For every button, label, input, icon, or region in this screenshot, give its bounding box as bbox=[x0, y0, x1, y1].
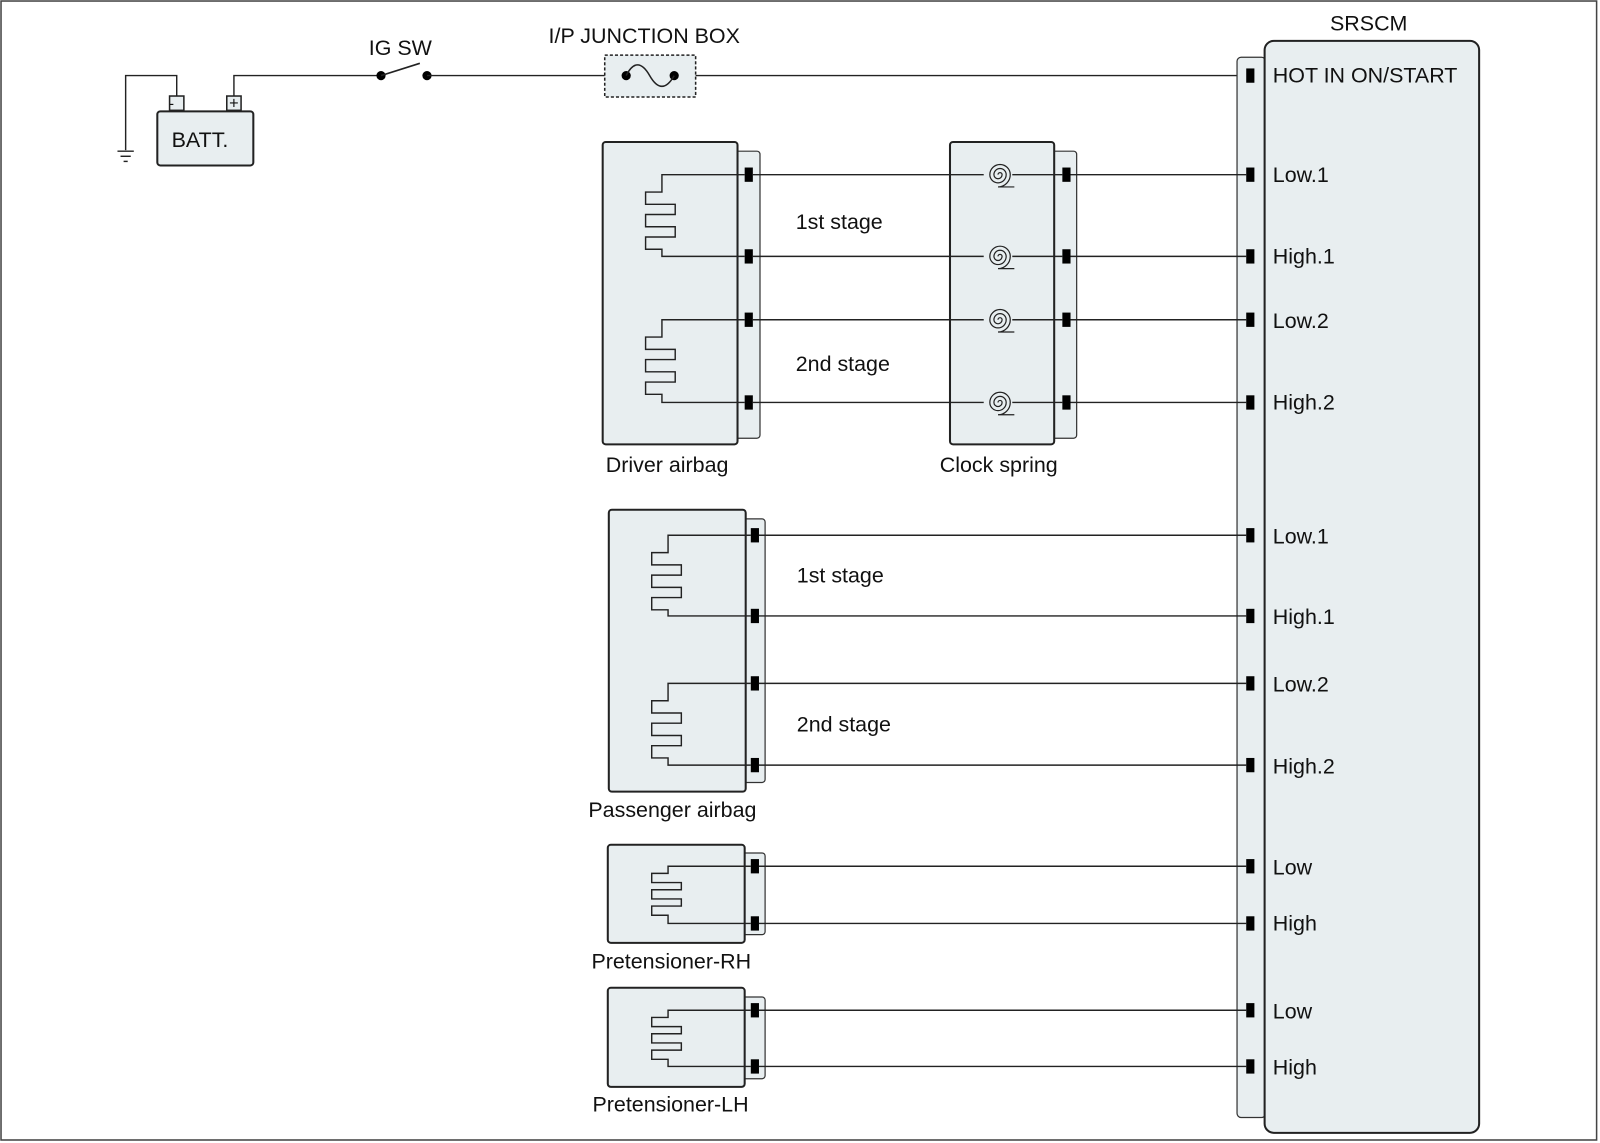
fuse-icon bbox=[625, 64, 675, 88]
driver-airbag-label: Driver airbag bbox=[606, 453, 729, 477]
clock-spring bbox=[948, 140, 1078, 446]
srscm-pin-passenger-low1: Low.1 bbox=[1273, 524, 1329, 548]
srscm-pin-passenger-low2: Low.2 bbox=[1273, 673, 1329, 697]
battery-plus-terminal: + bbox=[229, 94, 239, 112]
spiral-coil-icon bbox=[983, 388, 1015, 417]
srscm-pin-lh-high: High bbox=[1273, 1056, 1317, 1080]
srscm-pin-passenger-high2: High.2 bbox=[1273, 754, 1335, 778]
battery: BATT. - + bbox=[156, 94, 255, 167]
srscm-pin-lh-low: Low bbox=[1273, 999, 1313, 1023]
srscm-pin-driver-high1: High.1 bbox=[1273, 245, 1335, 269]
driver-stage2-label: 2nd stage bbox=[796, 352, 890, 376]
junction-box-label: I/P JUNCTION BOX bbox=[549, 24, 740, 48]
pretensioner-rh-label: Pretensioner-RH bbox=[591, 949, 751, 973]
srscm-pin-driver-high2: High.2 bbox=[1273, 391, 1335, 415]
ig-switch-label: IG SW bbox=[369, 36, 433, 60]
srscm-pin-rh-low: Low bbox=[1273, 855, 1313, 879]
passenger-stage2-label: 2nd stage bbox=[797, 712, 891, 736]
squib-icon bbox=[644, 173, 745, 258]
srscm-pin-rh-high: High bbox=[1273, 912, 1317, 936]
clock-spring-label: Clock spring bbox=[940, 453, 1058, 477]
srscm-pin-hot-in: HOT IN ON/START bbox=[1273, 64, 1458, 88]
squib-icon bbox=[644, 319, 745, 404]
squib-icon bbox=[651, 865, 751, 925]
spiral-coil-icon bbox=[983, 160, 1015, 189]
ig-switch-icon bbox=[376, 62, 432, 81]
battery-minus-terminal: - bbox=[169, 96, 174, 112]
srscm-pin-driver-low2: Low.2 bbox=[1273, 309, 1329, 333]
driver-stage1-label: 1st stage bbox=[796, 210, 883, 234]
passenger-stage1-label: 1st stage bbox=[797, 563, 884, 587]
pretensioner-rh bbox=[606, 843, 766, 944]
srscm-module bbox=[1236, 39, 1481, 1134]
junction-box-fuse bbox=[603, 54, 697, 98]
battery-label: BATT. bbox=[172, 128, 229, 152]
pretensioner-lh-label: Pretensioner-LH bbox=[592, 1092, 748, 1116]
driver-airbag bbox=[601, 140, 761, 446]
passenger-airbag-label: Passenger airbag bbox=[588, 798, 756, 822]
spiral-coil-icon bbox=[983, 305, 1015, 335]
ground-icon bbox=[117, 74, 178, 163]
srscm-pin-passenger-high1: High.1 bbox=[1273, 605, 1335, 629]
pretensioner-lh bbox=[606, 986, 766, 1088]
srscm-title: SRSCM bbox=[1330, 12, 1407, 36]
passenger-airbag bbox=[607, 508, 766, 793]
squib-icon bbox=[651, 534, 751, 617]
srscm-pin-driver-low1: Low.1 bbox=[1273, 163, 1329, 187]
spiral-coil-icon bbox=[983, 242, 1015, 271]
srscm-pins bbox=[1246, 68, 1255, 1074]
squib-icon bbox=[651, 1009, 751, 1068]
squib-icon bbox=[651, 682, 751, 766]
battery-to-ig-wire bbox=[233, 74, 382, 97]
